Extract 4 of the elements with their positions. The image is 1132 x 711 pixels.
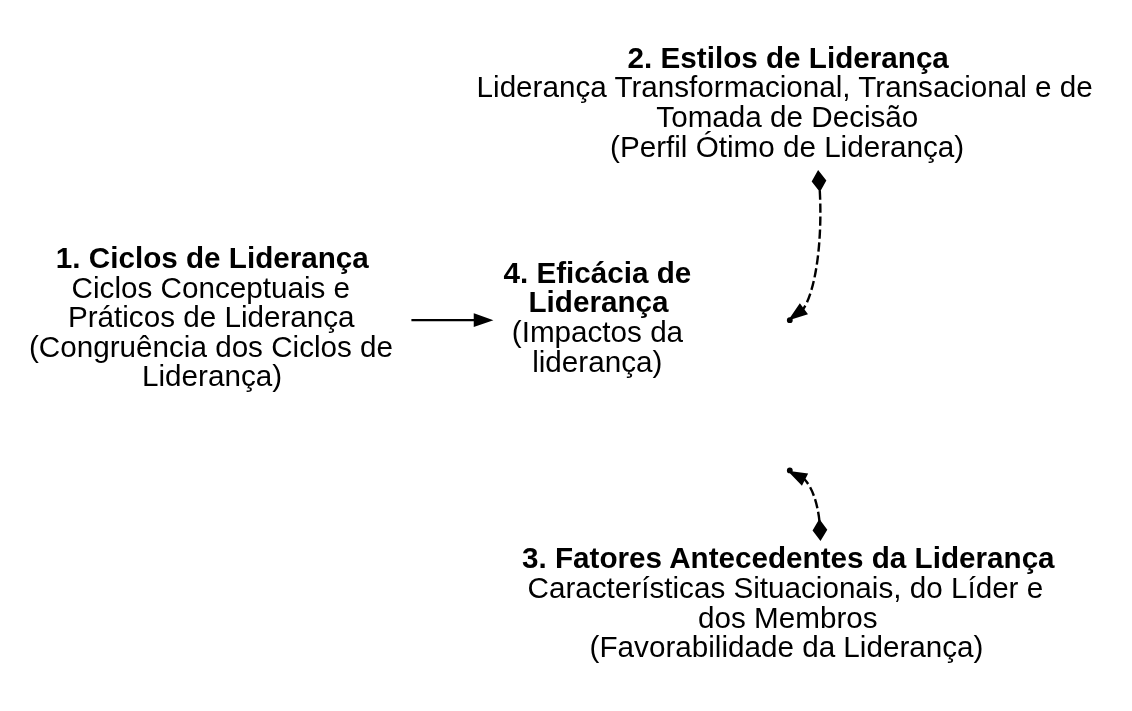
node-text: 2. Estilos de Liderança Liderança Transformacional, Transacional e de Tomada de Decisão (Perfil Ótimo de Liderança) [476, 40, 1093, 163]
node-text: 3. Fatores Antecedentes da Liderança Características Situacionais, do Líder e dos Membros (Favorabilidade da Liderança) [521, 541, 1055, 664]
node-text: 4. Eficácia de Liderança (Impactos da liderança) [503, 255, 692, 378]
node-text: 1. Ciclos de Liderança Ciclos Conceptuais e Práticos de Liderança (Congruência dos Ciclos de Liderança) [28, 240, 394, 393]
